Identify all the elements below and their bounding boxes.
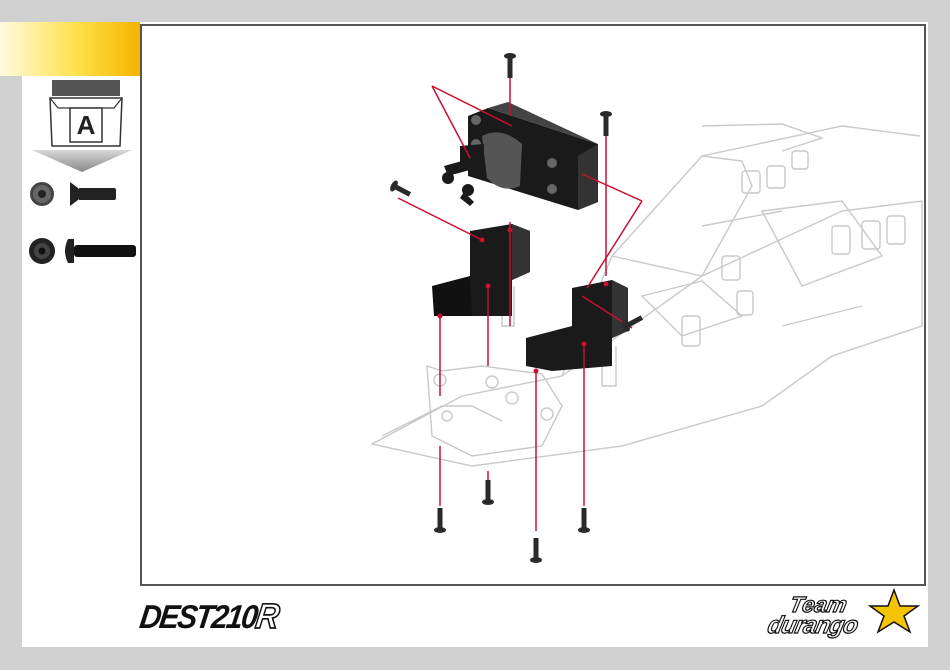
parts-sidebar: A [22, 76, 140, 586]
countersunk-screw-icon [28, 178, 138, 210]
parts-bag-label: A [70, 110, 102, 140]
arrow-down-icon [32, 150, 132, 172]
step-tab [0, 22, 140, 76]
assembly-diagram [140, 24, 926, 586]
brand-logo-line2: durango [765, 612, 860, 640]
exploded-view-drawing [142, 26, 928, 588]
brand-logo: Team durango [766, 588, 922, 648]
product-logo-main: DEST210 [137, 599, 258, 635]
button-head-screw-icon [28, 234, 140, 268]
product-logo: DEST210R [137, 596, 280, 638]
